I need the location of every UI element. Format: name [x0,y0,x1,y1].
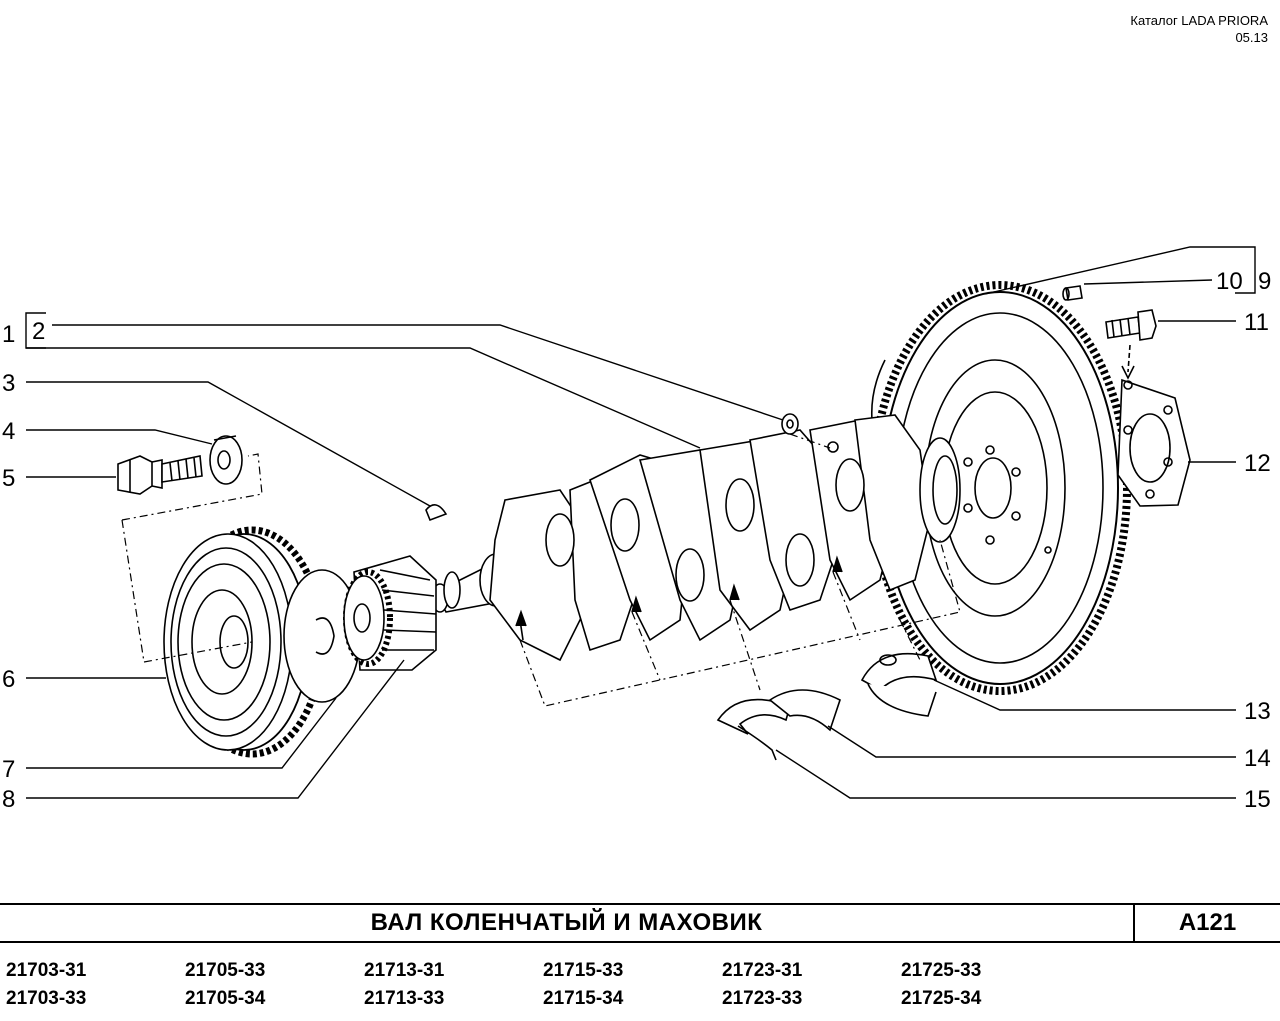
timing-disc [283,569,361,703]
title-divider [1133,905,1135,941]
callout-8: 8 [2,786,15,813]
model-list: 21703-31 21703-33 21705-33 21705-34 2171… [0,957,1280,1017]
model-code: 21715-34 [543,988,624,1009]
callout-14: 14 [1244,745,1271,772]
callout-2: 2 [32,318,45,345]
model-code: 21705-33 [185,960,266,981]
segment-key [425,504,448,522]
section-code: А121 [1178,909,1237,936]
catalog-name: Каталог LADA PRIORA [1130,13,1268,28]
callout-6: 6 [2,666,15,693]
page-title: ВАЛ КОЛЕНЧАТЫЙ И МАХОВИК [370,909,763,936]
callout-11: 11 [1244,309,1269,336]
callout-10: 10 [1216,268,1243,295]
model-code: 21715-33 [543,960,624,981]
model-code: 21723-33 [722,988,803,1009]
flywheel-washer-plate [1117,378,1191,507]
crankshaft-gear [343,555,437,671]
callout-5: 5 [2,465,15,492]
model-code: 21703-31 [6,960,87,981]
main-bearing-shells [860,652,938,717]
catalog-date: 05.13 [1235,30,1268,45]
crankshaft-plug [781,413,799,435]
crankshaft [431,414,961,662]
model-code: 21705-34 [185,988,266,1009]
catalog-header: Каталог LADA PRIORA 05.13 [1130,12,1268,46]
callout-1: 1 [2,321,15,348]
callout-4: 4 [2,418,15,445]
callout-9: 9 [1258,268,1271,295]
model-code: 21703-33 [6,988,87,1009]
flywheel-pin [1062,285,1083,301]
pulley-washer [209,435,243,485]
model-code: 21725-34 [901,988,982,1009]
pulley-bolt [117,455,203,495]
model-code: 21713-33 [364,988,445,1009]
exploded-parts-diagram: 1 2 3 4 5 6 7 8 9 10 11 12 13 14 15 [2,246,1271,813]
model-code: 21725-33 [901,960,982,981]
callout-15: 15 [1244,786,1271,813]
callout-13: 13 [1244,698,1271,725]
flywheel-bolt [1105,309,1157,380]
model-code: 21723-31 [722,960,803,981]
callout-12: 12 [1244,450,1271,477]
model-code: 21713-31 [364,960,445,981]
assembly-lines [121,433,961,707]
callout-7: 7 [2,756,15,783]
callout-3: 3 [2,370,15,397]
title-bar: ВАЛ КОЛЕНЧАТЫЙ И МАХОВИК А121 [0,903,1280,943]
thrust-half-rings [716,689,841,761]
leader-lines [25,246,1256,799]
crankshaft-pulley [163,526,326,758]
